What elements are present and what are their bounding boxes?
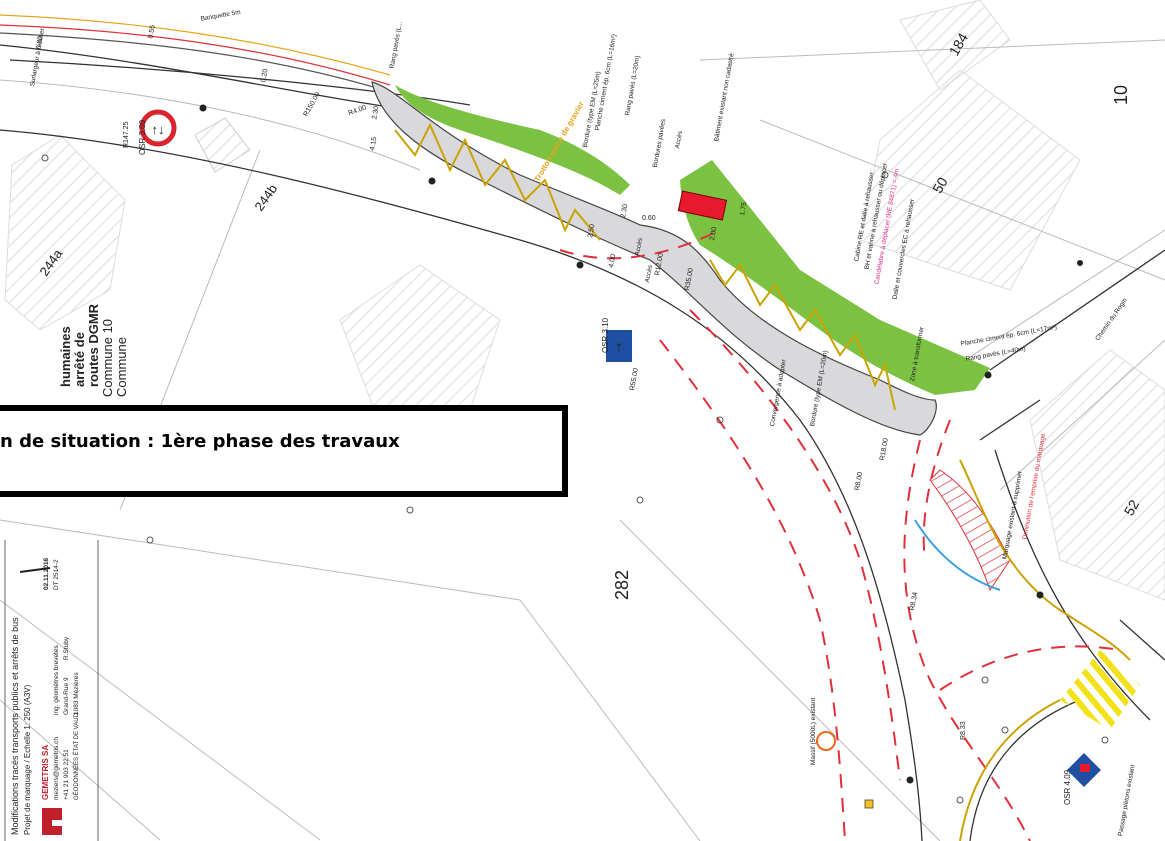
label-r8: R8.00: [854, 471, 864, 491]
svg-text:↑: ↑: [615, 339, 623, 356]
left-line-1: humaines: [58, 326, 73, 387]
dim-415: 4.15: [369, 136, 378, 151]
existing-lines: [0, 14, 391, 93]
note-marquage: Marquage existant à supprimer: [1002, 470, 1025, 560]
note-batiment: Bâtiment existant non cadastré: [713, 52, 735, 141]
dim-060: 0.60: [642, 215, 656, 222]
hatched-area: [929, 469, 1011, 592]
note-massif: Massif (5000L) existant: [810, 698, 817, 765]
label-r35: R35.00: [684, 268, 695, 292]
cartouche-title: Modifications tracés transports publics …: [10, 617, 20, 835]
note-convergence: Convergence à adapter: [769, 358, 788, 427]
left-line-4: Commune 10: [100, 319, 115, 397]
cartouche-address: Grand-Rue 9: [63, 677, 70, 715]
note-rang-1: Rang pavés (L=40m): [965, 345, 1026, 362]
yellow-curve: [959, 459, 1131, 661]
label-r834: R8.34: [909, 591, 919, 611]
dim-175: 1.75: [739, 201, 748, 216]
sign-labels: OSR 3.09 OSR 3.10 OSR 4.09: [138, 119, 1072, 805]
no-entry-sign: ↑↓: [139, 109, 177, 147]
small-circles: [41, 154, 1109, 804]
cartouche-company: GEMETRIS SA: [41, 745, 50, 800]
cartouche-phone: +41 21 903 22 51: [63, 749, 70, 800]
zigzag-markings: [394, 122, 896, 411]
dimension-labels: 4.15 2.30 4.00 2.50 2.30 2.00 1.75 0.60 …: [35, 24, 748, 268]
cartouche-author: R.Stuby: [63, 636, 70, 660]
cartouche-company-sub: ing. géomètres brevetés: [53, 645, 60, 715]
cartouche-email: meziers@gemetris.ch: [53, 737, 60, 800]
note-surlargeur: Surlargeur à réaliser: [29, 27, 46, 87]
label-osr-309: OSR 3.09: [138, 119, 147, 155]
dim-400: 4.00: [608, 254, 617, 269]
cartouche-city: 1083 Mézières: [73, 672, 80, 715]
left-line-2: arrêté de: [72, 332, 87, 387]
label-r12: R12.00: [654, 253, 665, 277]
dim-230b: 2.30: [620, 204, 629, 219]
cartouche-subtitle: Projet de marquage / Echelle 1: 250 (A3V…: [23, 684, 32, 835]
label-osr-409: OSR 4.09: [1063, 769, 1072, 805]
note-acces-2: Accès: [634, 237, 644, 256]
label-r833: R8.33: [960, 721, 967, 740]
cartouche-geodata: GÉODONNÉES ÉTAT DE VAUD: [73, 712, 80, 800]
left-line-5: Commune: [114, 337, 129, 397]
parcel-244b: 244b: [251, 181, 280, 213]
orange-circle-tree: [816, 731, 836, 751]
parcel-282: 282: [612, 570, 632, 600]
road-edges: [0, 44, 1165, 841]
gemetris-logo-icon: [42, 808, 62, 835]
sidewalk-surface: [371, 81, 937, 436]
red-dashed-lines: [559, 229, 1121, 841]
parcel-52: 52: [1121, 497, 1143, 519]
label-r18: R18.00: [879, 438, 890, 462]
yellow-curve-2: [959, 699, 1061, 841]
bus-shelter: [677, 190, 728, 221]
zebra-crossing: [1060, 650, 1140, 730]
note-acces-3: Accès: [644, 264, 654, 283]
blue-curve: [914, 519, 1001, 591]
title-box: n de situation : 1ère phase des travaux: [0, 405, 568, 497]
dim-680: 6.80: [35, 35, 44, 50]
title-block: Modifications tracés transports publics …: [4, 540, 99, 841]
left-line-3: routes DGMR: [86, 303, 101, 387]
label-osr-310: OSR 3.10: [601, 317, 610, 353]
survey-points: [199, 104, 1083, 784]
parcel-50: 50: [929, 174, 951, 196]
note-bordure-2: Bordures pavées: [652, 118, 668, 168]
note-banquette: Banquette 5m: [200, 9, 241, 23]
note-planche-1: Planche ciment ép. 6cm (L=17m²): [960, 324, 1057, 348]
building-hatches: [4, 0, 1165, 601]
yellow-marker: [864, 799, 874, 809]
green-area-left: [395, 85, 630, 195]
note-acces-1: Accès: [674, 130, 684, 149]
left-side-text: humaines arrêté de routes DGMR Commune 1…: [58, 303, 129, 397]
note-rang-3: Rang pavés (L...: [389, 21, 404, 69]
page-title: n de situation : 1ère phase des travaux: [0, 431, 400, 452]
dim-020: 0.20: [260, 68, 269, 83]
blue-sign-310: ↑: [606, 330, 632, 362]
note-diminution: Diminution de l'emprise du marquage: [1022, 433, 1048, 540]
note-rang-2: Rang pavés (L=20m): [624, 55, 641, 116]
note-chemin: Chemin du Rogin: [1094, 297, 1129, 342]
dim-055: 0.55: [147, 24, 156, 39]
parcel-10: 10: [1111, 85, 1131, 105]
cartouche-ref: DT 2514-2: [53, 559, 60, 590]
label-r55: R55.00: [629, 368, 640, 392]
note-passage: Passage piétons existant: [1117, 764, 1136, 837]
parcel-lines: [0, 39, 1165, 841]
blue-sign-409: [1067, 753, 1101, 787]
cartouche-date: 02.11.2016: [43, 557, 50, 590]
dim-200: 2.00: [709, 226, 718, 241]
label-r147: R147.25: [123, 121, 130, 148]
green-area-right: [680, 160, 990, 395]
dim-250: 2.50: [587, 224, 596, 239]
label-r4: R4.00: [347, 104, 367, 117]
label-r150: R150.00: [303, 91, 322, 118]
dim-230: 2.30: [371, 105, 380, 120]
svg-text:↑↓: ↑↓: [152, 122, 165, 137]
